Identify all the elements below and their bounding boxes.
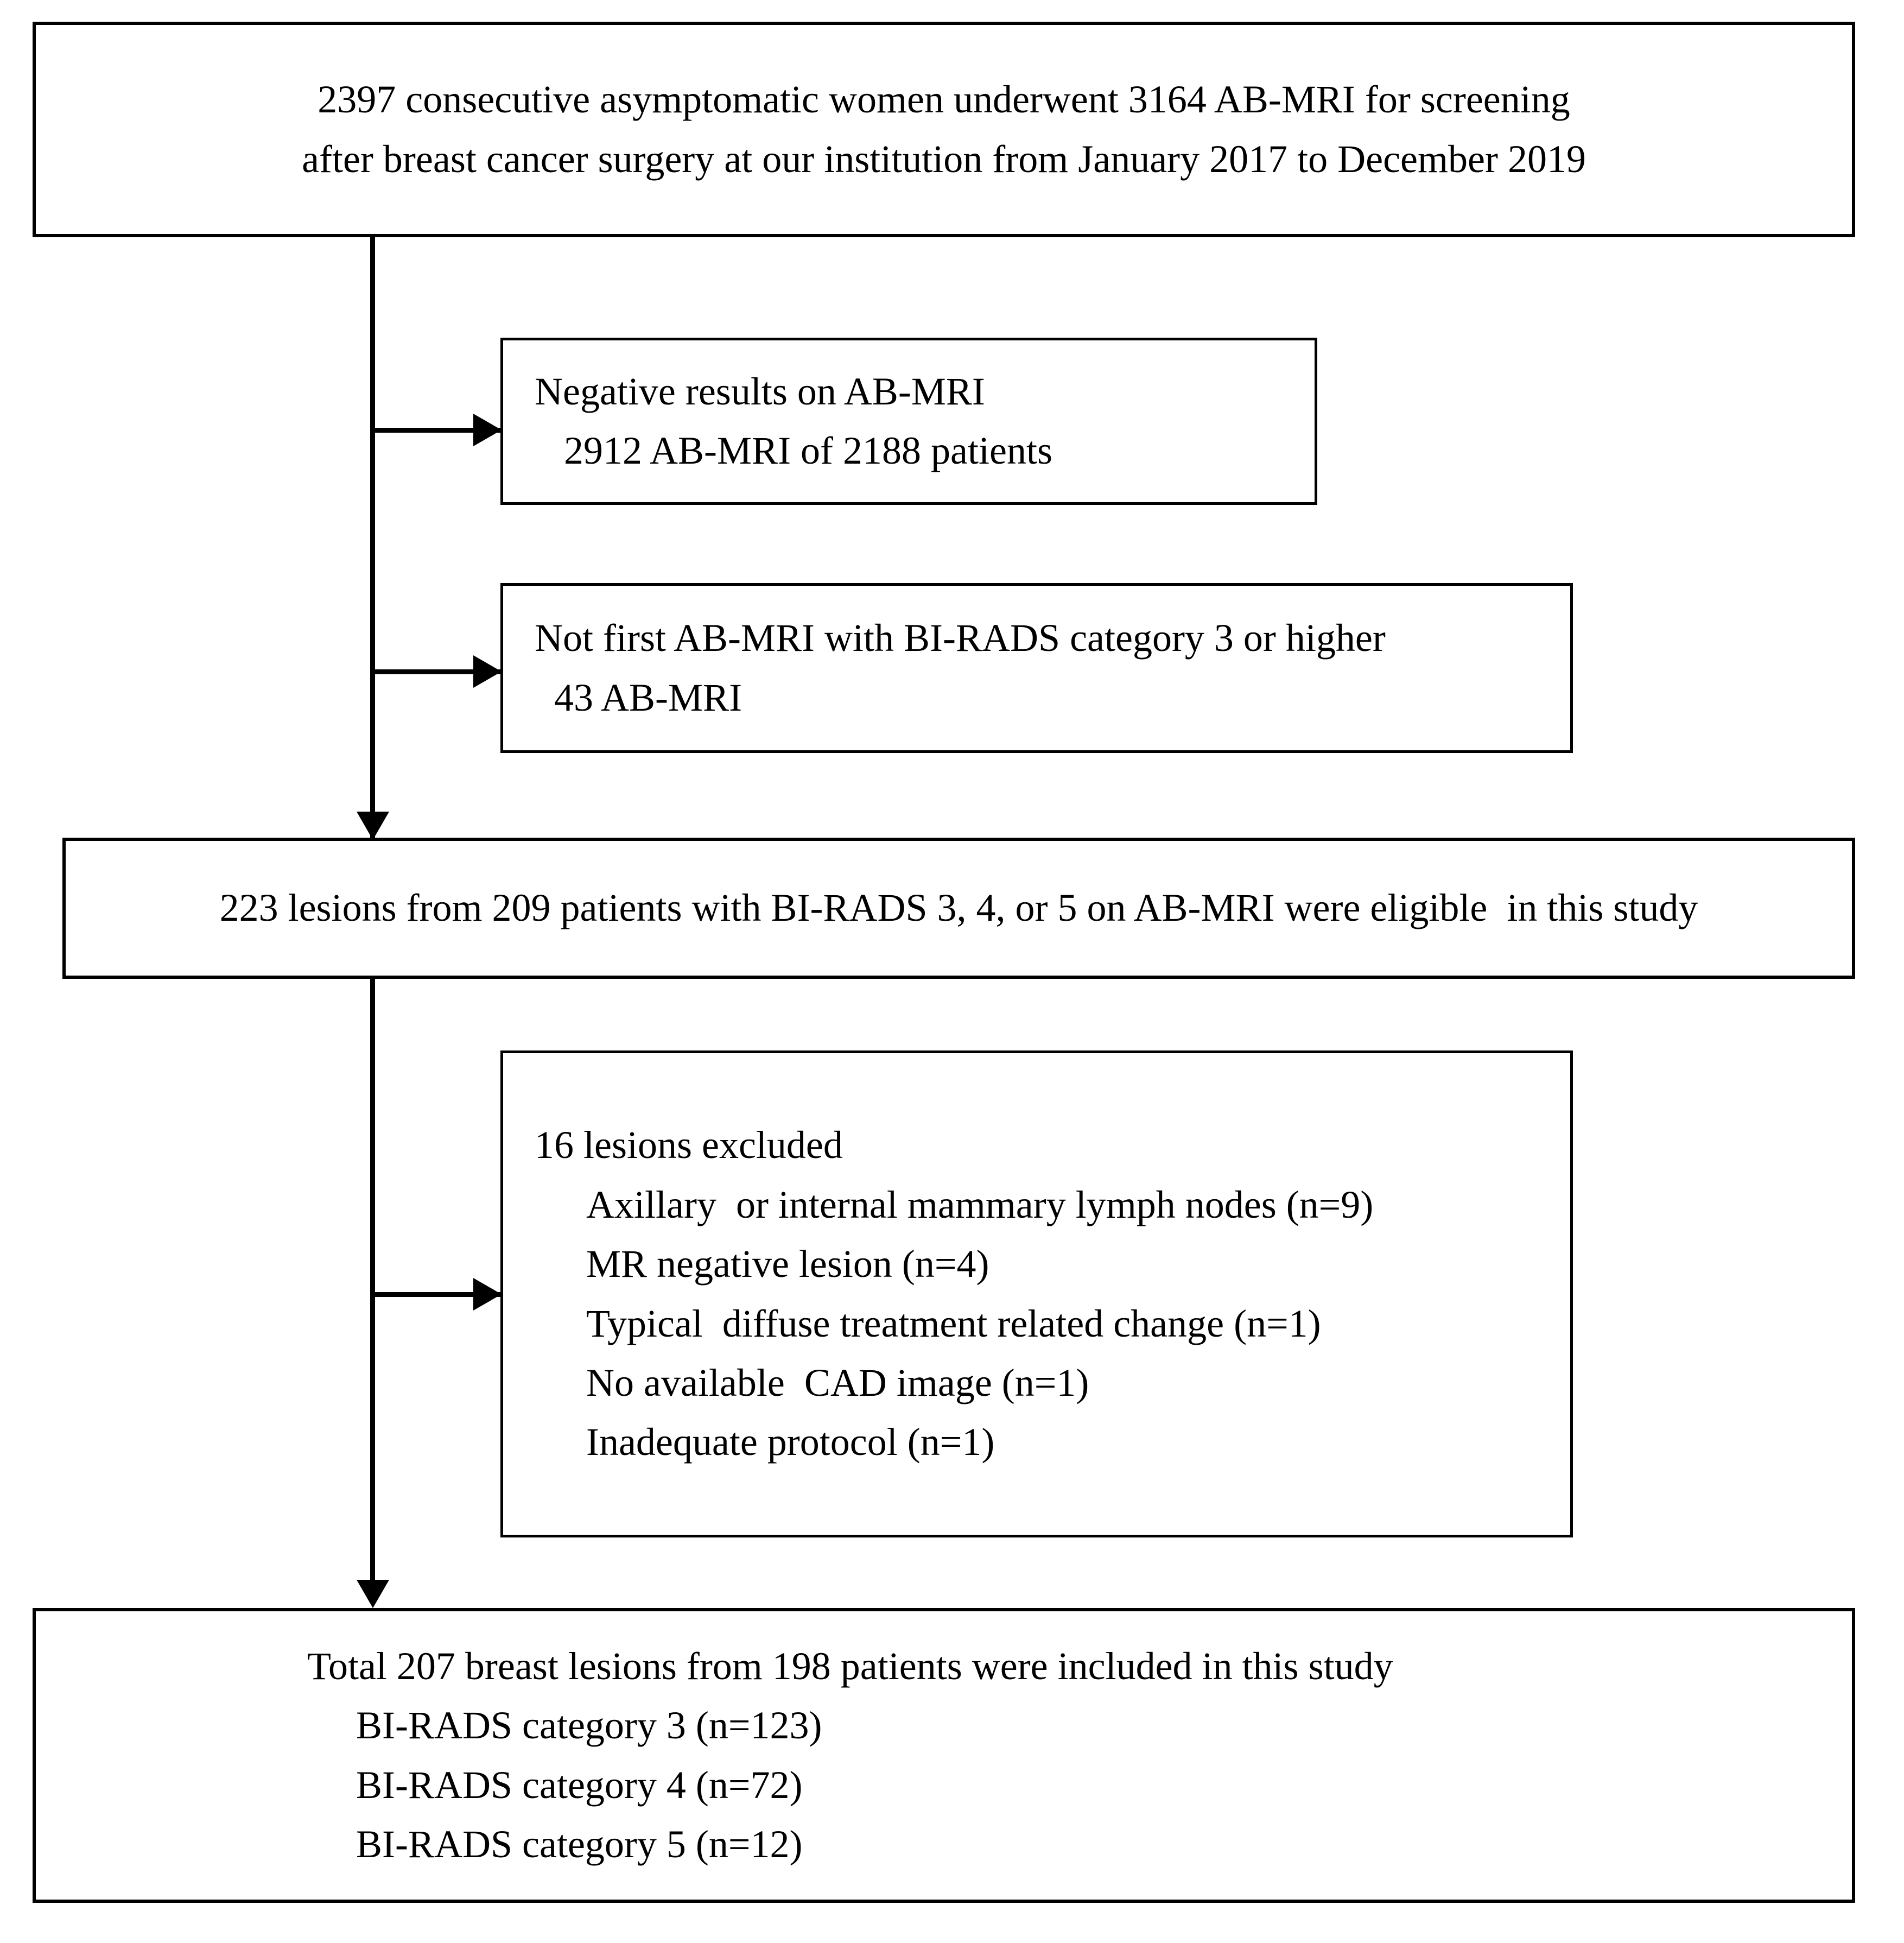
arrow-into-eligible-box	[357, 812, 389, 840]
vertical-trunk-lower	[370, 979, 375, 1583]
negative-line-2: 2912 AB-MRI of 2188 patients	[535, 429, 1052, 472]
negative-results-box: Negative results on AB-MRI 2912 AB-MRI o…	[500, 338, 1317, 505]
vertical-trunk-upper	[370, 237, 375, 840]
eligible-lesions-box: 223 lesions from 209 patients with BI-RA…	[62, 838, 1855, 979]
final-item-3: BI-RADS category 5 (n=12)	[356, 1822, 803, 1866]
negative-line-1: Negative results on AB-MRI	[535, 369, 985, 413]
cohort-line-2: after breast cancer surgery at our insti…	[302, 137, 1586, 181]
excluded-item-5: Inadequate protocol (n=1)	[586, 1420, 995, 1464]
excluded-lesions-box: 16 lesions excluded Axillary or internal…	[500, 1050, 1573, 1537]
final-item-1: BI-RADS category 3 (n=123)	[356, 1704, 822, 1748]
not-first-abmri-box: Not first AB-MRI with BI-RADS category 3…	[500, 583, 1573, 753]
excluded-item-3: Typical diffuse treatment related change…	[586, 1301, 1321, 1345]
branch-to-negative-results	[372, 428, 505, 433]
cohort-line-1: 2397 consecutive asymptomatic women unde…	[318, 78, 1570, 122]
final-item-2: BI-RADS category 4 (n=72)	[356, 1763, 803, 1807]
eligible-line-1: 223 lesions from 209 patients with BI-RA…	[219, 886, 1698, 930]
excluded-item-1: Axillary or internal mammary lymph nodes…	[586, 1182, 1374, 1226]
excluded-heading: 16 lesions excluded	[535, 1123, 843, 1167]
excluded-item-4: No available CAD image (n=1)	[586, 1360, 1089, 1404]
arrow-into-final-box	[357, 1580, 389, 1608]
notfirst-line-1: Not first AB-MRI with BI-RADS category 3…	[535, 616, 1386, 660]
branch-to-excluded-lesions	[372, 1292, 505, 1297]
branch-to-not-first-abmri	[372, 669, 505, 674]
final-included-box: Total 207 breast lesions from 198 patien…	[33, 1608, 1855, 1903]
notfirst-line-2: 43 AB-MRI	[535, 675, 742, 719]
arrow-into-negative-results	[473, 414, 502, 446]
arrow-into-not-first-abmri	[473, 655, 502, 688]
cohort-box: 2397 consecutive asymptomatic women unde…	[33, 22, 1855, 237]
final-heading: Total 207 breast lesions from 198 patien…	[307, 1644, 1393, 1688]
arrow-into-excluded-lesions	[473, 1278, 502, 1311]
excluded-item-2: MR negative lesion (n=4)	[586, 1242, 989, 1286]
